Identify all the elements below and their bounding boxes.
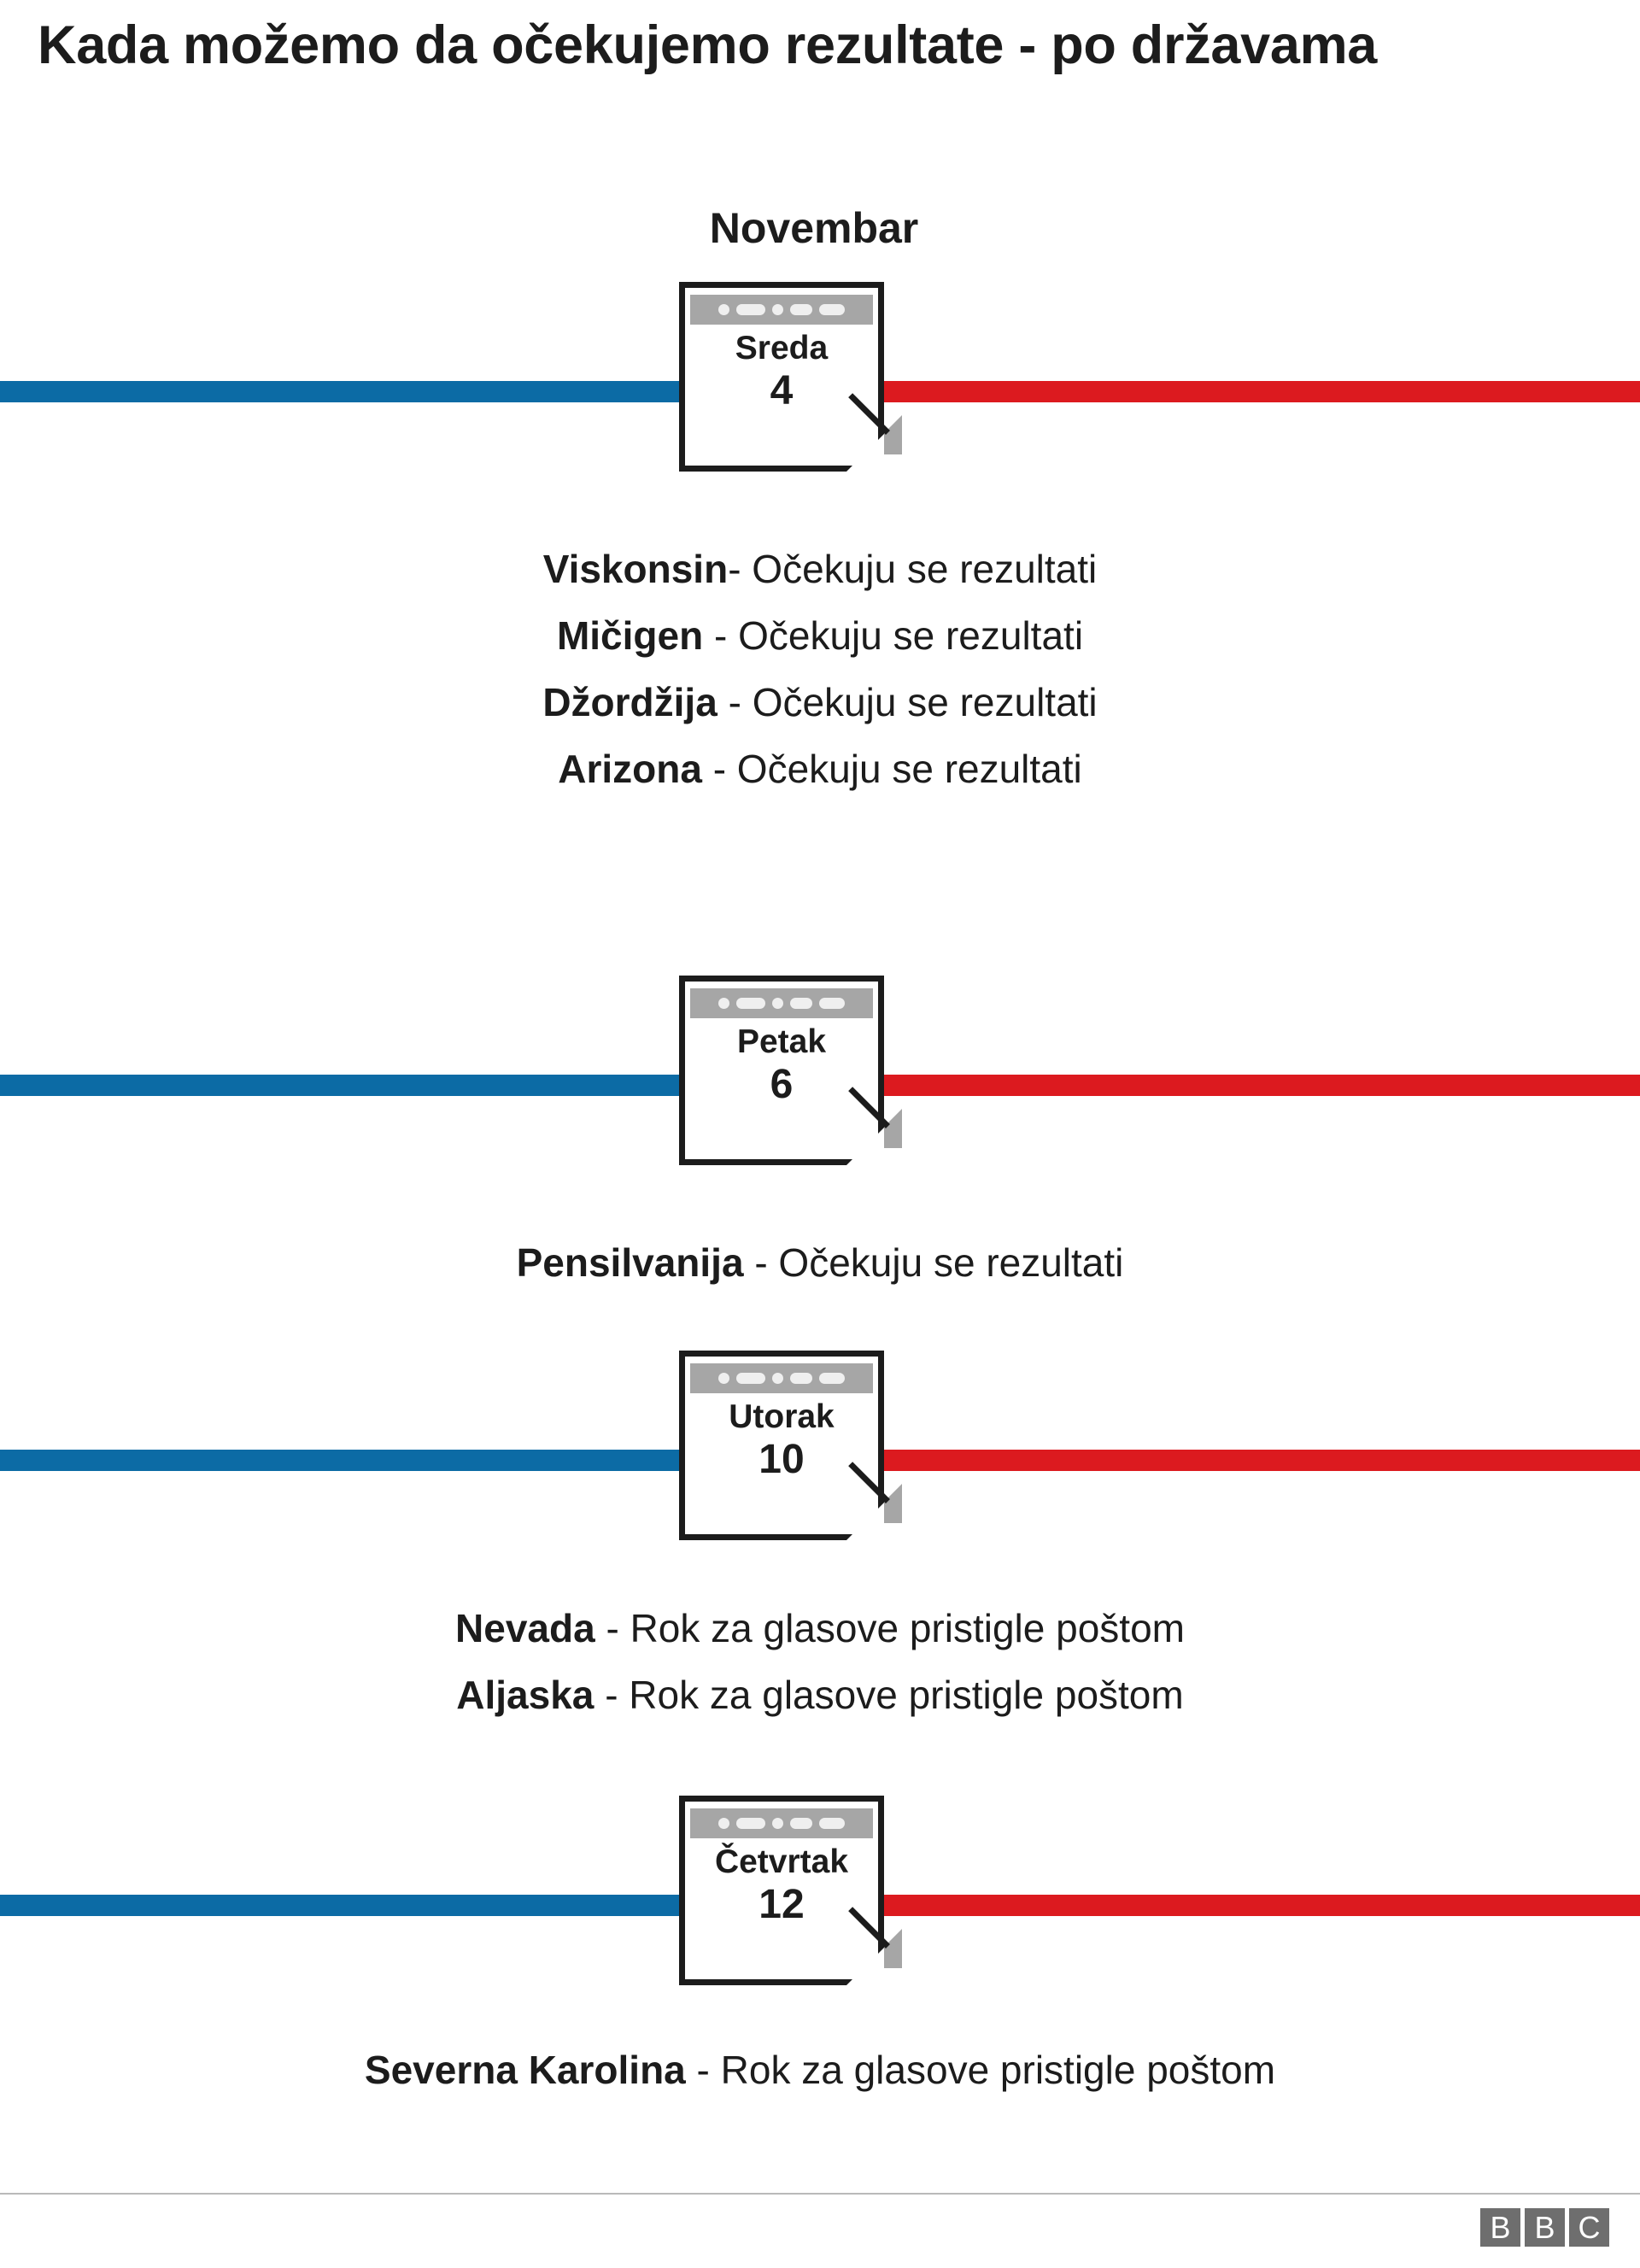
entry-description: Rok za glasove pristigle poštom: [629, 1673, 1184, 1717]
timeline-rule-red: [884, 1450, 1640, 1471]
entry-description: Očekuju se rezultati: [752, 547, 1098, 591]
list-item: Pensilvanija - Očekuju se rezultati: [0, 1243, 1640, 1282]
timeline-rule-red: [884, 1075, 1640, 1096]
entry-state: Viskonsin: [542, 547, 729, 591]
entry-state: Džordžija: [542, 680, 718, 724]
timeline-rule-blue: [0, 1450, 679, 1471]
entry-list-utorak-10: Nevada - Rok za glasove pristigle poštom…: [0, 1609, 1640, 1714]
entry-state: Mičigen: [556, 613, 704, 658]
entry-list-cetvrtak-12: Severna Karolina - Rok za glasove pristi…: [0, 2050, 1640, 2089]
timeline-row-sreda-4: Sreda 4: [0, 282, 1640, 504]
entry-description: Očekuju se rezultati: [778, 1240, 1124, 1285]
timeline-rule-blue: [0, 1075, 679, 1096]
entry-dash: -: [728, 680, 741, 724]
page-title: Kada možemo da očekujemo rezultate - po …: [38, 15, 1378, 75]
bbc-logo-letter: B: [1480, 2208, 1520, 2247]
entry-state: Pensilvanija: [516, 1240, 744, 1285]
calendar-binding-icon: [690, 1363, 873, 1393]
entry-dash: -: [754, 1240, 768, 1285]
bbc-logo: B B C: [1480, 2208, 1609, 2247]
list-item: Nevada - Rok za glasove pristigle poštom: [0, 1609, 1640, 1648]
calendar-day-number: 4: [770, 368, 794, 414]
entry-list-sreda-4: Viskonsin- Očekuju se rezultati Mičigen …: [0, 549, 1640, 788]
entry-description: Očekuju se rezultati: [736, 747, 1082, 791]
entry-dash: -: [713, 613, 728, 658]
timeline-rule-red: [884, 1895, 1640, 1916]
calendar-binding-icon: [690, 1808, 873, 1838]
entry-description: Očekuju se rezultati: [738, 613, 1084, 658]
calendar-day-name: Utorak: [729, 1398, 835, 1435]
month-label: Novembar: [709, 204, 919, 252]
timeline-row-utorak-10: Utorak 10: [0, 1351, 1640, 1573]
calendar-day-name: Petak: [736, 1023, 827, 1060]
timeline-row-cetvrtak-12: Četvrtak 12: [0, 1796, 1640, 2018]
entry-description: Rok za glasove pristigle poštom: [630, 1606, 1185, 1650]
entry-dash: -: [606, 1606, 619, 1650]
calendar-body: Utorak 10: [678, 1398, 885, 1529]
calendar-day-name: Sreda: [735, 330, 829, 366]
calendar-card-utorak-10: Utorak 10: [679, 1351, 884, 1540]
calendar-card-sreda-4: Sreda 4: [679, 282, 884, 472]
calendar-body: Petak 6: [678, 1023, 885, 1154]
list-item: Severna Karolina - Rok za glasove pristi…: [0, 2050, 1640, 2089]
calendar-body: Sreda 4: [678, 330, 885, 460]
bbc-logo-letter: C: [1569, 2208, 1609, 2247]
footer-divider: [0, 2193, 1640, 2195]
timeline-rule-blue: [0, 381, 679, 402]
timeline-row-petak-6: Petak 6: [0, 976, 1640, 1198]
list-item: Džordžija - Očekuju se rezultati: [0, 683, 1640, 722]
timeline-rule-red: [884, 381, 1640, 402]
timeline-rule-blue: [0, 1895, 679, 1916]
entry-dash: -: [696, 2048, 710, 2092]
entry-list-petak-6: Pensilvanija - Očekuju se rezultati: [0, 1243, 1640, 1282]
entry-description: Očekuju se rezultati: [752, 680, 1098, 724]
list-item: Aljaska - Rok za glasove pristigle pošto…: [0, 1675, 1640, 1714]
list-item: Viskonsin- Očekuju se rezultati: [0, 549, 1640, 589]
bbc-logo-letter: B: [1525, 2208, 1565, 2247]
calendar-card-cetvrtak-12: Četvrtak 12: [679, 1796, 884, 1985]
calendar-day-number: 6: [770, 1062, 794, 1108]
list-item: Arizona - Očekuju se rezultati: [0, 749, 1640, 788]
entry-state: Severna Karolina: [364, 2048, 686, 2092]
entry-state: Nevada: [455, 1606, 595, 1650]
calendar-body: Četvrtak 12: [678, 1843, 885, 1974]
calendar-binding-icon: [690, 988, 873, 1018]
entry-state: Aljaska: [456, 1673, 594, 1717]
entry-dash: -: [728, 547, 741, 591]
month-header: Novembar: [0, 203, 1640, 253]
entry-description: Rok za glasove pristigle poštom: [720, 2048, 1276, 2092]
entry-state: Arizona: [558, 747, 702, 791]
calendar-day-number: 10: [758, 1437, 805, 1483]
calendar-card-petak-6: Petak 6: [679, 976, 884, 1165]
entry-dash: -: [712, 747, 727, 791]
entry-dash: -: [605, 1673, 618, 1717]
calendar-binding-icon: [690, 295, 873, 325]
calendar-day-number: 12: [758, 1882, 805, 1928]
list-item: Mičigen - Očekuju se rezultati: [0, 616, 1640, 655]
calendar-day-name: Četvrtak: [714, 1843, 849, 1880]
